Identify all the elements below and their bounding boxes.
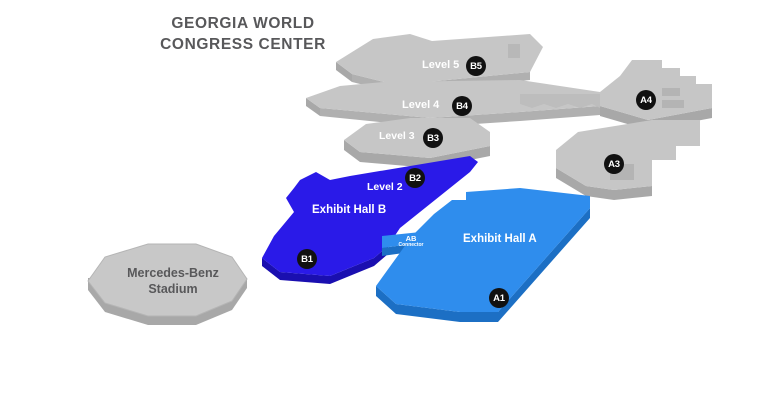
- page-title: GEORGIA WORLD CONGRESS CENTER: [160, 15, 326, 53]
- hall-b-top-face: [262, 156, 478, 276]
- badge-b2[interactable]: B2: [405, 168, 425, 188]
- level-4-side-face: [306, 98, 320, 116]
- wing-a4-shape[interactable]: [600, 60, 712, 130]
- level-4-steps: [520, 94, 600, 108]
- level-5-top-face: [336, 34, 543, 85]
- stadium-top-face: [87, 243, 248, 317]
- stadium-shape[interactable]: [87, 243, 248, 325]
- hall-a-shape[interactable]: [376, 188, 590, 322]
- hall-b-shape[interactable]: [262, 156, 478, 284]
- badge-a1[interactable]: A1: [489, 288, 509, 308]
- wing-a4-notch-b: [662, 100, 684, 108]
- wing-a3-shape[interactable]: [556, 120, 700, 200]
- level-5-side-face: [336, 62, 352, 82]
- badge-a4[interactable]: A4: [636, 90, 656, 110]
- badge-b1[interactable]: B1: [297, 249, 317, 269]
- hall-a-top-face: [376, 188, 590, 312]
- badge-b4[interactable]: B4: [452, 96, 472, 116]
- hall-b-side-face: [262, 246, 388, 284]
- wing-a3-side-face: [556, 168, 652, 200]
- badge-a3[interactable]: A3: [604, 154, 624, 174]
- badge-b3[interactable]: B3: [423, 128, 443, 148]
- level-3-top-face: [344, 118, 490, 158]
- badge-b5[interactable]: B5: [466, 56, 486, 76]
- stadium-label: Mercedes-Benz Stadium: [127, 266, 219, 297]
- hall-a-side-face: [376, 208, 590, 322]
- wing-a4-notch-a: [662, 88, 680, 96]
- level-5-notch: [508, 44, 520, 58]
- wing-a3-top-face: [556, 120, 700, 190]
